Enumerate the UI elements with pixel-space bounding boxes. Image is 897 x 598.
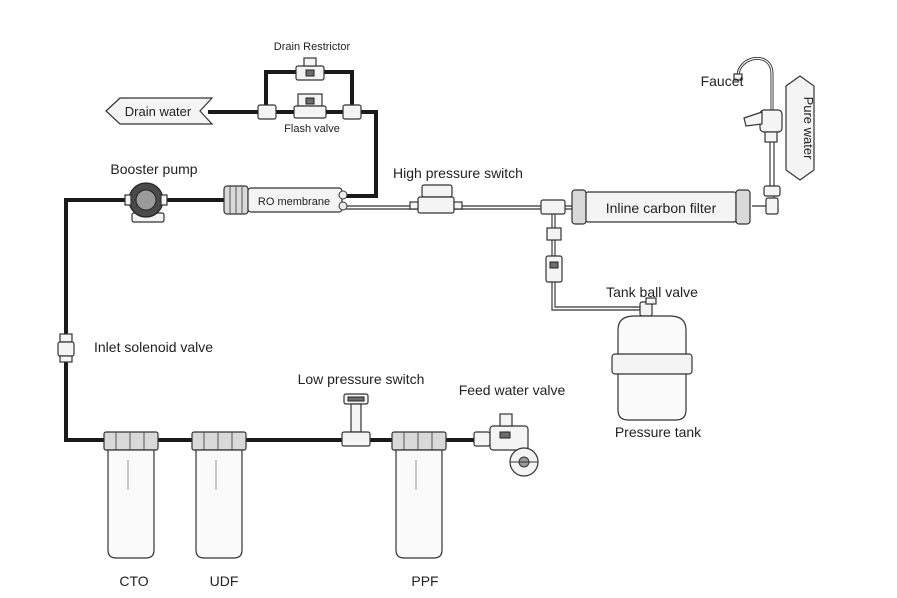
inlet-solenoid-valve xyxy=(57,333,75,363)
low-pressure-switch xyxy=(341,393,371,447)
drain-tee-right xyxy=(342,104,362,120)
label-inline-carbon-filter: Inline carbon filter xyxy=(606,200,717,216)
label-low-pressure-switch: Low pressure switch xyxy=(298,371,425,387)
label-booster-pump: Booster pump xyxy=(110,161,197,177)
label-ppf: PPF xyxy=(411,573,438,589)
left-riser-pipe xyxy=(64,198,128,442)
filter-housing-udf xyxy=(191,431,247,559)
label-feed-water-valve: Feed water valve xyxy=(459,382,566,398)
pressure-tank xyxy=(611,315,693,421)
label-drain-water: Drain water xyxy=(125,104,192,119)
ro-membrane xyxy=(223,185,348,215)
booster-pump xyxy=(124,182,168,223)
label-inlet-solenoid-valve: Inlet solenoid valve xyxy=(94,339,213,355)
filter-housing-cto xyxy=(103,431,159,559)
label-pressure-tank: Pressure tank xyxy=(615,424,702,440)
flash-valve xyxy=(293,93,327,119)
label-high-pressure-switch: High pressure switch xyxy=(393,165,523,181)
tee-fitting xyxy=(540,199,566,215)
filter-housing-ppf xyxy=(391,431,447,559)
label-flash-valve: Flash valve xyxy=(284,123,340,135)
tank-ball-valve xyxy=(639,297,657,317)
drain-pipe xyxy=(208,110,378,198)
label-cto: CTO xyxy=(119,573,148,589)
pure-water-arrow xyxy=(785,75,815,181)
label-drain-restrictor: Drain Restrictor xyxy=(274,41,351,53)
label-ro-membrane: RO membrane xyxy=(258,196,330,208)
check-valve xyxy=(545,227,563,283)
labels: Drain Restrictor Drain water Flash valve… xyxy=(94,41,816,589)
tee-to-tank-pipe xyxy=(551,208,640,311)
drain-restrictor xyxy=(295,57,325,81)
label-tank-ball-valve: Tank ball valve xyxy=(606,284,698,300)
high-pressure-switch xyxy=(409,184,463,214)
label-pure-water: Pure water xyxy=(801,97,816,161)
tee-to-tank-pipe-2 xyxy=(554,208,640,308)
drain-tee-left xyxy=(257,104,277,120)
drain-water-arrow xyxy=(105,97,214,125)
label-faucet: Faucet xyxy=(701,73,744,89)
label-udf: UDF xyxy=(210,573,239,589)
feed-water-valve xyxy=(473,413,539,477)
inline-carbon-filter xyxy=(571,189,751,225)
faucet xyxy=(733,56,783,215)
